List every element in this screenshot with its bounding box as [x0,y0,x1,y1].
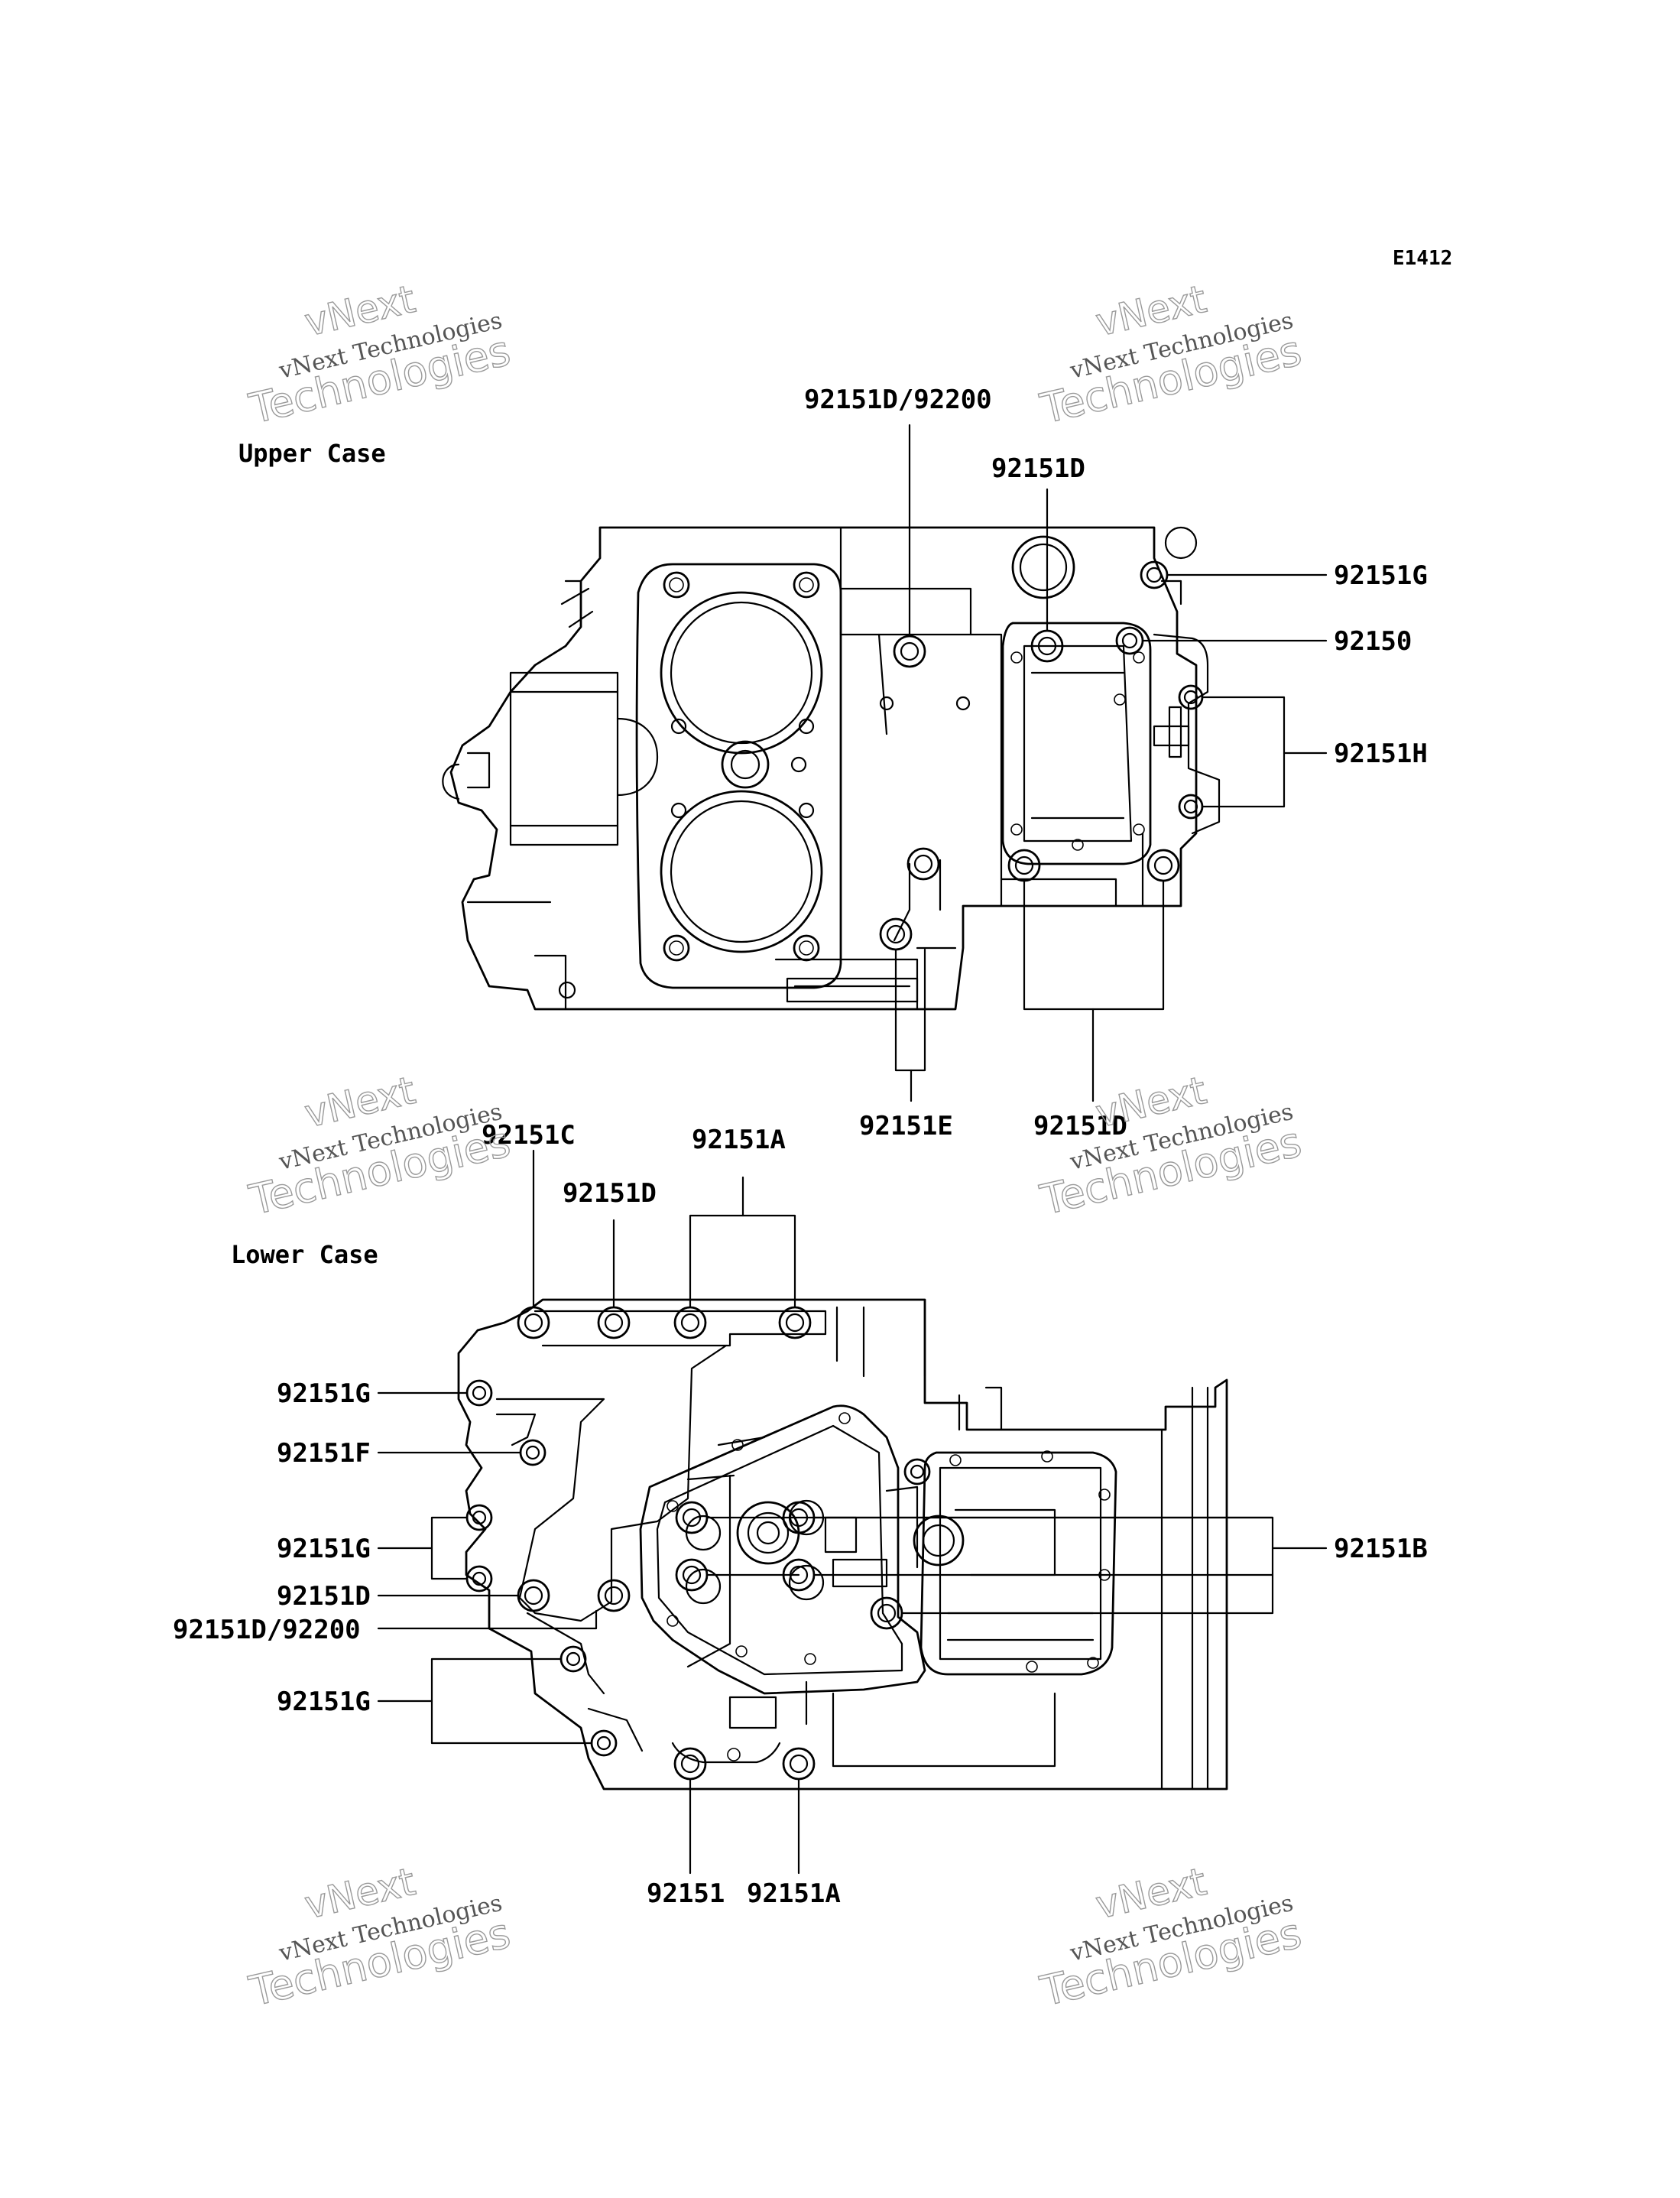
upper-bolts [879,560,1204,951]
lower-bolts [465,1306,931,1781]
watermark-5: vNext vNext Technologies Technologies [244,1859,515,2016]
callout-upper-92151d-bottom: 92151D [1033,1111,1127,1141]
section-title-lower: Lower Case [231,1240,378,1269]
callout-upper-92151g: 92151G [1334,560,1428,591]
diagram-code: E1412 [1393,247,1452,270]
lower-callouts: 92151C 92151A 92151D 92151G 92151F 92151… [173,1120,1428,1909]
callout-lower-92151c: 92151C [482,1120,576,1151]
callout-lower-92151d-top: 92151D [563,1178,657,1209]
callout-lower-92151g-3: 92151G [277,1687,371,1717]
upper-callouts: 92151D/92200 92151D 92151G 92150 92151H … [804,385,1428,1141]
callout-lower-92151d-92200: 92151D/92200 [173,1615,361,1645]
callout-lower-92151g-2: 92151G [277,1534,371,1564]
callout-lower-92151a-bottom: 92151A [747,1878,841,1909]
callout-upper-92151d-top: 92151D [991,453,1085,484]
callout-lower-92151b: 92151B [1334,1534,1428,1564]
section-title-upper: Upper Case [238,439,386,468]
watermark-6: vNext vNext Technologies Technologies [1035,1859,1306,2016]
callout-lower-92151: 92151 [647,1878,725,1909]
callout-upper-92151h: 92151H [1334,739,1428,769]
callout-lower-92151f: 92151F [277,1438,371,1469]
lower-case-drawing [377,1149,1328,1875]
callout-upper-92150: 92150 [1334,626,1412,657]
upper-case-drawing [442,424,1328,1102]
callout-upper-92151e: 92151E [859,1111,953,1141]
watermark-2: vNext vNext Technologies Technologies [1035,276,1306,433]
callout-lower-92151d-left: 92151D [277,1581,371,1612]
watermark-3: vNext vNext Technologies Technologies [244,1067,515,1225]
callout-lower-92151g-1: 92151G [277,1378,371,1409]
watermark-1: vNext vNext Technologies Technologies [244,276,515,433]
callout-lower-92151a-top: 92151A [692,1125,786,1155]
callout-upper-92151d-92200: 92151D/92200 [804,385,992,415]
